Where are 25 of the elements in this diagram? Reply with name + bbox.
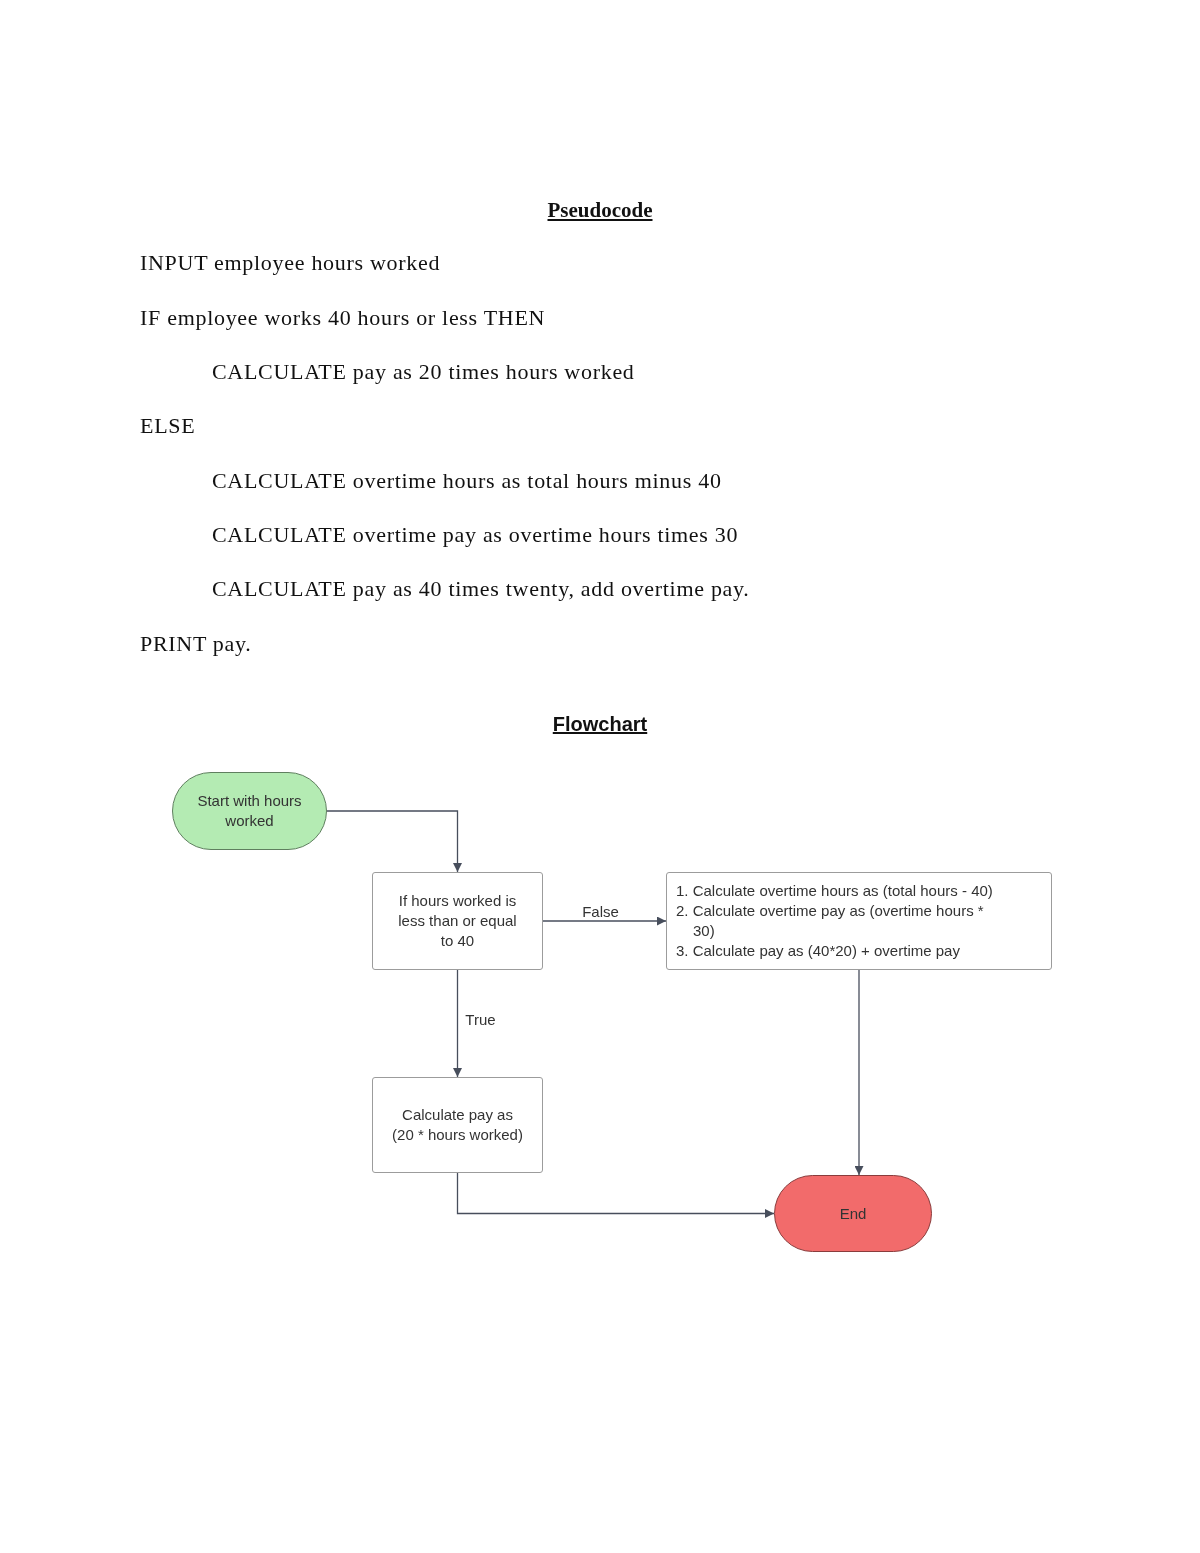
flow-arrow: [542, 916, 667, 926]
list-item: 3. Calculate pay as (40*20) + overtime pay: [676, 941, 960, 961]
flow-arrow: [453, 969, 462, 1078]
list-item: 2. Calculate overtime pay as (overtime hours * 30): [676, 901, 985, 941]
flow-arrow: [326, 810, 462, 873]
node-label: If hours worked is less than or equal to 40: [397, 891, 518, 951]
pseudocode-line: CALCULATE overtime hours as total hours minus 40: [212, 468, 722, 494]
node-label: Calculate pay as (20 * hours worked): [391, 1105, 524, 1145]
flow-arrow: [456, 1172, 775, 1218]
pseudocode-line: INPUT employee hours worked: [140, 250, 441, 276]
pseudocode-line: CALCULATE pay as 40 times twenty, add overtime pay.: [212, 576, 750, 602]
section-heading: Flowchart: [552, 712, 648, 736]
node-label: Start with hours worked: [196, 791, 303, 831]
process-box: [666, 872, 1052, 970]
section-heading: Pseudocode: [547, 197, 653, 223]
pseudocode-line: IF employee works 40 hours or less THEN: [140, 305, 546, 331]
decision-box: [372, 872, 543, 970]
pseudocode-line: PRINT pay.: [140, 631, 252, 657]
pseudocode-line: CALCULATE pay as 20 times hours worked: [212, 359, 635, 385]
pseudocode-line: CALCULATE overtime pay as overtime hours times 30: [212, 522, 739, 548]
list-item: 1. Calculate overtime hours as (total hours - 40): [676, 881, 993, 901]
flow-arrow: [854, 969, 864, 1176]
process-box: [372, 1077, 543, 1173]
pseudocode-line: ELSE: [140, 413, 196, 439]
node-label: End: [839, 1203, 867, 1224]
